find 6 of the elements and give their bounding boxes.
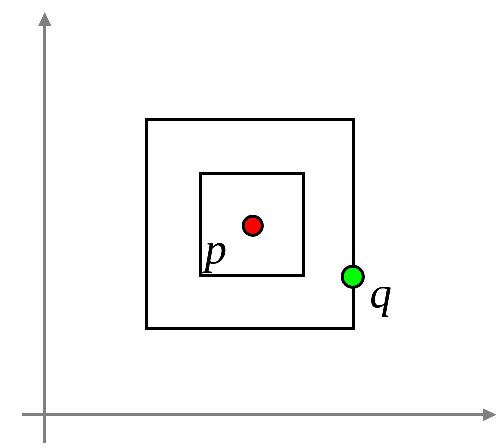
point-label: p xyxy=(202,242,226,274)
point-label: q xyxy=(371,286,391,318)
square xyxy=(145,118,355,330)
square xyxy=(199,172,305,277)
dot xyxy=(242,215,264,237)
dot xyxy=(341,265,365,289)
